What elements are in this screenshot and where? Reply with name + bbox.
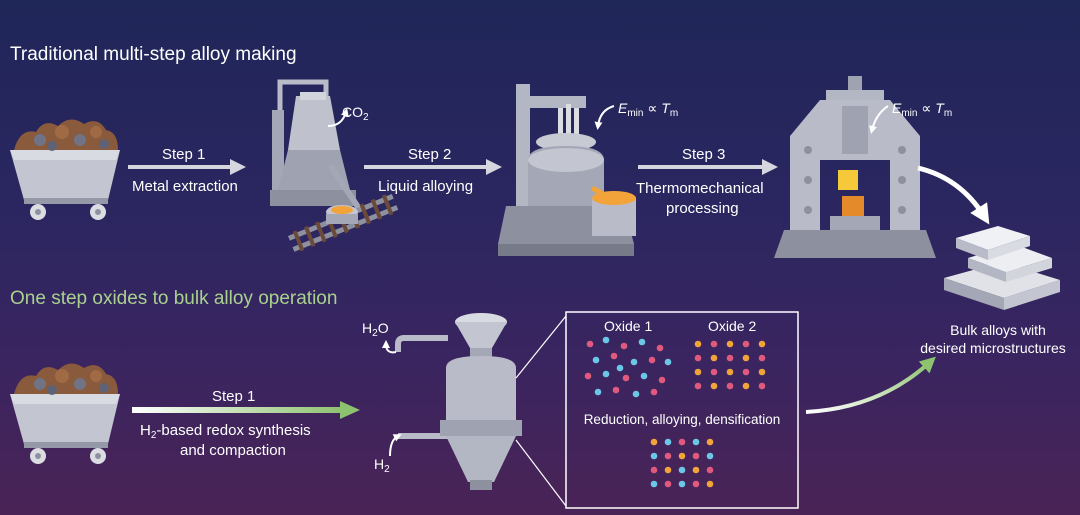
onestep-heading: One step oxides to bulk alloy operation xyxy=(10,288,338,309)
zoom-line-top xyxy=(515,315,567,379)
bulk-alloys-line1: Bulk alloys with xyxy=(950,322,1046,338)
co2-label: CO2 xyxy=(342,104,369,123)
step1-top-label: Step 1 xyxy=(162,146,206,163)
traditional-heading: Traditional multi-step alloy making xyxy=(10,44,297,65)
blast-furnace-icon xyxy=(270,79,399,252)
step3-desc-line1: Thermomechanical xyxy=(636,180,764,197)
step2-desc: Liquid alloying xyxy=(378,178,474,195)
step1-top-desc: Metal extraction xyxy=(132,178,238,195)
onestep-desc-line1: H2-based redox synthesis xyxy=(140,422,311,441)
alloy-ingots-icon xyxy=(944,226,1060,310)
step3-desc-line2: processing xyxy=(666,200,739,217)
ore-cart-top-icon xyxy=(10,119,120,220)
alloy-atoms xyxy=(650,438,714,488)
co2-arrow xyxy=(327,108,349,127)
onestep-step-label: Step 1 xyxy=(212,388,256,405)
h2o-arrow xyxy=(382,340,397,354)
h2-reactor-icon xyxy=(395,313,522,490)
emin-arrow-2 xyxy=(869,105,889,134)
bulk-alloys-line2: desired microstructures xyxy=(920,340,1066,356)
emin-arrow-1 xyxy=(594,105,615,130)
zoom-line-bottom xyxy=(515,439,567,507)
h2o-label: H2O xyxy=(362,320,389,339)
onestep-arrow xyxy=(132,407,344,413)
oxide1-atoms xyxy=(584,336,672,398)
emin-relation-2: Emin ∝ Tm xyxy=(892,100,953,119)
oxide2-atoms xyxy=(694,340,766,390)
onestep-arrow-head xyxy=(340,401,360,419)
onestep-desc-line2: and compaction xyxy=(180,442,286,459)
step3-label: Step 3 xyxy=(682,146,726,163)
step2-label: Step 2 xyxy=(408,146,452,163)
h2-label: H2 xyxy=(374,456,390,475)
to-bulk-arrow xyxy=(917,165,990,225)
to-bulk-green-arrow xyxy=(805,356,936,414)
oxide2-label: Oxide 2 xyxy=(708,318,757,334)
forging-press-icon xyxy=(774,76,936,258)
emin-relation-1: Emin ∝ Tm xyxy=(618,100,679,119)
oxide1-label: Oxide 1 xyxy=(604,318,653,334)
inset-box xyxy=(565,311,799,509)
ore-cart-bottom-icon xyxy=(10,363,120,464)
inset-caption: Reduction, alloying, densification xyxy=(583,412,781,427)
alloying-furnace-icon xyxy=(498,84,636,256)
h2-arrow xyxy=(389,434,402,457)
